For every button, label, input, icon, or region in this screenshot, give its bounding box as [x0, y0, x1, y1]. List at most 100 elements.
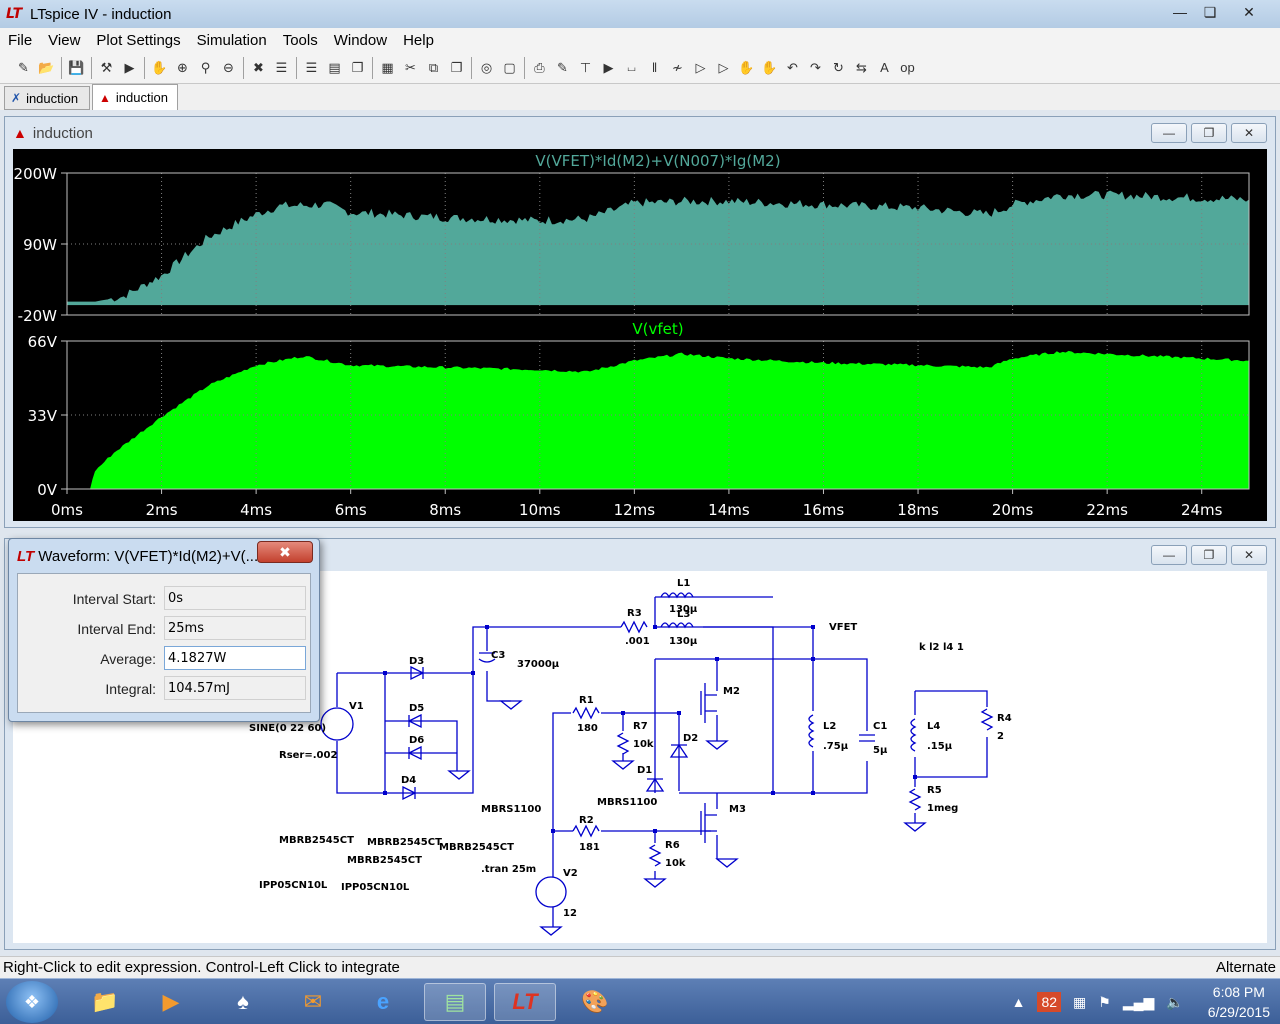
label-icon[interactable]: ▶ — [603, 59, 614, 75]
menu-view[interactable]: View — [48, 31, 81, 49]
schematic-label: R1 — [579, 695, 594, 706]
schematic-minimize-button[interactable]: — — [1151, 545, 1187, 565]
taskbar-media-player[interactable]: ▶ — [140, 983, 202, 1021]
schematic-symbols — [320, 592, 994, 936]
find-icon[interactable]: ◎ — [480, 59, 493, 75]
taskbar-explorer[interactable]: 📁 — [74, 983, 136, 1021]
mirror-icon[interactable]: ⇆ — [856, 59, 867, 75]
schematic-label: L3 — [677, 609, 690, 620]
schematic-label: .001 — [625, 636, 650, 647]
print-setup-icon[interactable]: ▢ — [503, 59, 516, 75]
window-title: LTspice IV - induction — [30, 5, 172, 23]
close-button[interactable]: ✕ — [1243, 3, 1255, 20]
schematic-window-titlebar: — ❐ ✕ — [5, 539, 1275, 571]
toolbar-separator — [61, 56, 62, 79]
taskbar-ie[interactable]: e — [352, 983, 414, 1021]
plot-minimize-button[interactable]: — — [1151, 123, 1187, 143]
capacitor-icon[interactable]: ‖ — [651, 60, 658, 75]
x-tick-label: 10ms — [519, 501, 561, 519]
drag-icon[interactable]: ✋ — [761, 59, 778, 75]
volume-icon[interactable]: 🔈 — [1166, 993, 1184, 1010]
paste-icon[interactable]: ❐ — [450, 59, 463, 75]
open-icon[interactable]: 📂 — [38, 59, 55, 75]
move-icon[interactable]: ✋ — [738, 59, 755, 75]
interval-start-field[interactable]: 0s — [164, 586, 306, 610]
windows-flag-icon[interactable]: ▦ — [1073, 993, 1087, 1010]
tile-horizontal-icon[interactable]: ▤ — [328, 59, 341, 75]
menu-simulation[interactable]: Simulation — [196, 31, 267, 49]
ground-icon[interactable]: ⊤ — [579, 59, 592, 75]
menu-help[interactable]: Help — [403, 31, 434, 49]
cut-icon[interactable]: ✂ — [405, 59, 416, 75]
zoom-pan-icon[interactable]: ⚲ — [200, 59, 211, 75]
schematic-close-button[interactable]: ✕ — [1231, 545, 1267, 565]
control-panel-icon[interactable]: ⚒ — [100, 59, 113, 75]
schematic-label: R2 — [579, 815, 594, 826]
run-icon[interactable]: ▶ — [124, 59, 135, 75]
close-window-icon[interactable]: ▦ — [381, 59, 394, 75]
schematic-label: R6 — [665, 840, 680, 851]
average-field[interactable]: 4.1827W — [164, 646, 306, 670]
resistor-icon[interactable]: ⏘ — [627, 59, 636, 75]
plot-close-button[interactable]: ✕ — [1231, 123, 1267, 143]
start-button[interactable]: ❖ — [6, 981, 58, 1023]
tab-schematic[interactable]: ✗ induction — [4, 86, 90, 110]
schematic-restore-button[interactable]: ❐ — [1191, 545, 1227, 565]
taskbar: ❖ 📁 ▶ ♠ ✉ e ▤ LT 🎨 ▲ 82 ▦ ⚑ ▂▄▆ 🔈 6:08 P… — [0, 978, 1280, 1024]
redo-icon[interactable]: ↷ — [810, 59, 821, 75]
autorange-icon[interactable]: ☰ — [275, 59, 288, 75]
toolbar-separator — [471, 56, 472, 79]
schematic-label: R3 — [627, 608, 642, 619]
copy-icon[interactable]: ⧉ — [428, 59, 439, 75]
new-schematic-icon[interactable]: ✎ — [18, 59, 29, 75]
taskbar-network-monitor[interactable]: ▤ — [424, 983, 486, 1021]
spice-directive-icon[interactable]: op — [900, 60, 915, 75]
undo-icon[interactable]: ↶ — [787, 59, 798, 75]
menu-bar: File View Plot Settings Simulation Tools… — [0, 28, 1280, 52]
component-icon[interactable]: ▷ — [718, 59, 729, 75]
cascade-icon[interactable]: ❐ — [351, 59, 364, 75]
y-tick-label: 0V — [37, 481, 58, 499]
taskbar-ltspice[interactable]: LT — [494, 983, 556, 1021]
rotate-icon[interactable]: ↻ — [833, 59, 844, 75]
mark-icon[interactable]: ☰ — [305, 59, 318, 75]
menu-window[interactable]: Window — [333, 31, 388, 49]
restore-button[interactable]: ❏ — [1203, 3, 1217, 20]
save-icon[interactable]: 💾 — [68, 59, 85, 75]
zoom-in-icon[interactable]: ⊕ — [177, 59, 188, 75]
schematic-label: D4 — [401, 775, 416, 786]
dialog-body: Interval Start: 0s Interval End: 25ms Av… — [17, 573, 311, 713]
zoom-out-icon[interactable]: ⊖ — [223, 59, 234, 75]
taskbar-outlook[interactable]: ✉ — [282, 983, 344, 1021]
clock[interactable]: 6:08 PM 6/29/2015 — [1208, 982, 1270, 1022]
integral-field[interactable]: 104.57mJ — [164, 676, 306, 700]
halt-icon[interactable]: ✋ — [151, 59, 168, 75]
dialog-close-button[interactable]: ✖ — [257, 541, 313, 563]
trace-label: V(vfet) — [632, 320, 683, 338]
taskbar-solitaire[interactable]: ♠ — [212, 983, 274, 1021]
interval-end-field[interactable]: 25ms — [164, 616, 306, 640]
y-tick-label: 200W — [14, 165, 58, 183]
tray-badge[interactable]: 82 — [1037, 992, 1062, 1012]
tray-expand-icon[interactable]: ▲ — [1011, 994, 1026, 1010]
text-icon[interactable]: A — [880, 60, 889, 75]
network-signal-icon[interactable]: ▂▄▆ — [1122, 993, 1155, 1010]
plot-restore-button[interactable]: ❐ — [1191, 123, 1227, 143]
menu-plot-settings[interactable]: Plot Settings — [96, 31, 181, 49]
taskbar-paint[interactable]: 🎨 — [564, 983, 626, 1021]
ie-icon: e — [376, 989, 390, 1014]
tab-waveform[interactable]: ▲ induction — [92, 84, 178, 110]
action-center-flag-icon[interactable]: ⚑ — [1098, 993, 1111, 1010]
interval-end-row: Interval End: 25ms — [18, 616, 310, 642]
minimize-button[interactable]: — — [1173, 4, 1187, 20]
inductor-icon[interactable]: ≁ — [672, 59, 683, 75]
menu-tools[interactable]: Tools — [282, 31, 318, 49]
wire-icon[interactable]: ✎ — [557, 59, 568, 75]
ltspice-logo-icon: LT — [17, 547, 35, 565]
print-icon[interactable]: ⎙ — [534, 59, 545, 75]
zoom-cancel-icon[interactable]: ✖ — [253, 59, 264, 75]
diode-icon[interactable]: ▷ — [695, 59, 706, 75]
menu-file[interactable]: File — [8, 31, 33, 49]
